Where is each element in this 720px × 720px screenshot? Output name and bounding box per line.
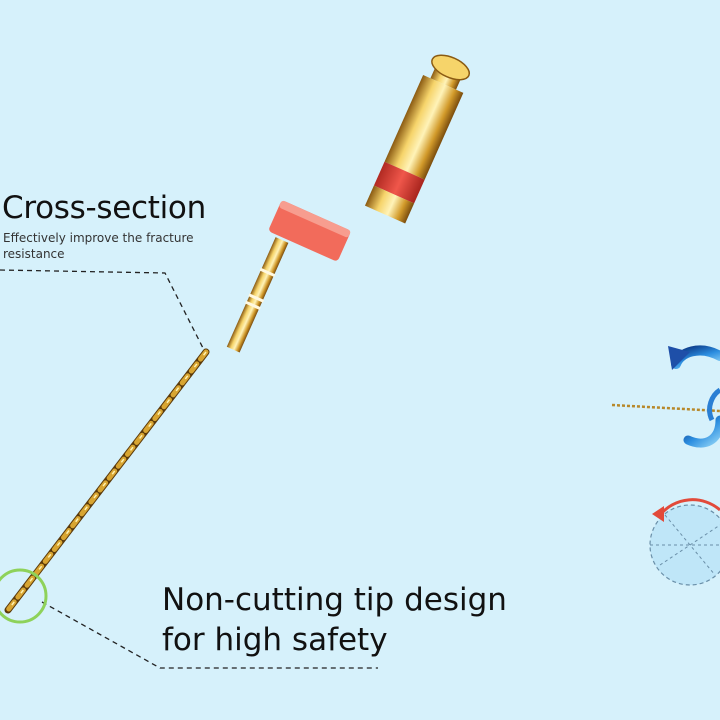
cross-section-diagram <box>649 498 720 586</box>
tip-feature-line-1: Non-cutting tip design <box>162 582 507 618</box>
cross-section-title: Cross-section <box>2 190 206 226</box>
rotation-arrow-icon <box>611 345 720 448</box>
file-shaft <box>226 237 289 353</box>
leader-line-cross-section <box>0 269 206 353</box>
tip-feature-text: Non-cutting tip design for high safety <box>162 580 507 660</box>
file-handle <box>364 54 471 224</box>
leader-line-tip <box>41 601 378 669</box>
cross-section-description: Effectively improve the fracture resista… <box>3 231 194 261</box>
tip-highlight-circle <box>0 568 48 624</box>
tip-feature-line-2: for high safety <box>162 622 388 658</box>
rubber-stopper <box>269 200 351 261</box>
spiral-blade <box>4 348 210 614</box>
